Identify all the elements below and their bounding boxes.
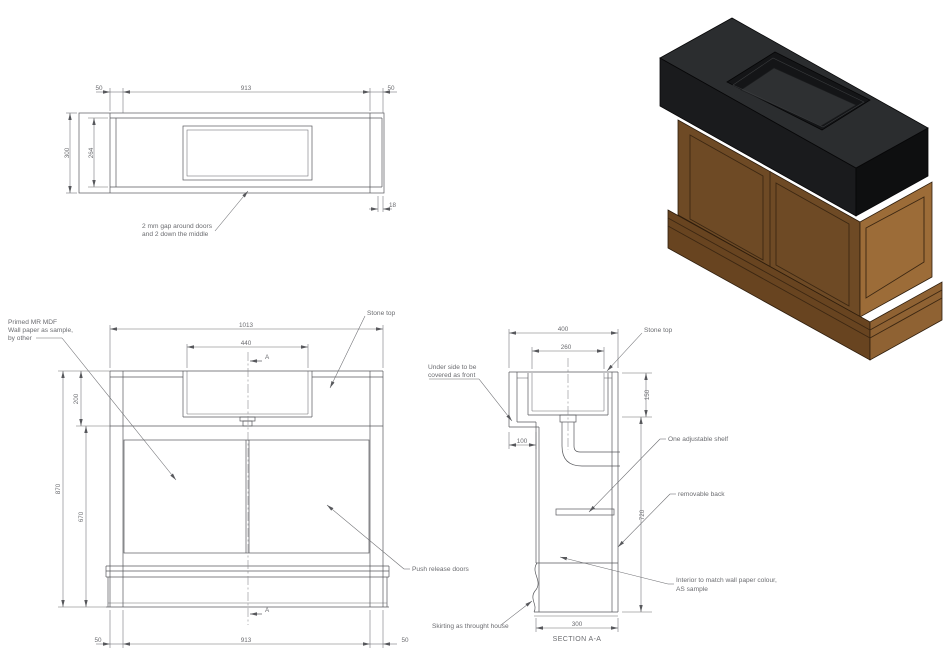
section-label-underside-2: covered as front [428, 372, 475, 379]
section-label-interior-1: Interior to match wall paper colour, [676, 577, 777, 584]
render-plinth-side [869, 281, 943, 361]
section-label-underside-1: Under side to be [428, 364, 477, 371]
plan-dim-overhang-left: 50 [95, 85, 103, 92]
front-label-material-3: by other [8, 335, 33, 342]
section-dim-sink-depth: 260 [561, 344, 572, 351]
section-dim-front-return: 100 [517, 438, 528, 445]
render-cabinet-side-face [859, 181, 933, 318]
front-section-marker-bottom: A [265, 607, 270, 614]
front-sink-drain [239, 416, 256, 422]
front-section-marker-top: A [265, 354, 270, 361]
front-dim-sink-width: 440 [241, 340, 252, 347]
section-label-back: removable back [678, 491, 725, 498]
plan-sink-outline [182, 125, 313, 181]
front-dim-bottom-right: 50 [401, 637, 409, 644]
plan-note-line1: 2 mm gap around doors [142, 223, 213, 230]
render-door-left [689, 134, 764, 261]
render-side-frame [865, 196, 925, 299]
section-title: SECTION A-A [553, 636, 602, 643]
front-elevation-view: A A 1013 440 200 870 670 50 913 50 [8, 310, 470, 648]
plan-dim-overhang-right: 50 [387, 85, 395, 92]
section-label-interior-2: AS sample [676, 586, 708, 593]
render-3d [659, 17, 943, 361]
plan-note-leader [214, 190, 249, 232]
front-dim-stone-width: 1013 [239, 322, 254, 329]
render-door-right [775, 182, 850, 307]
front-label-doors: Push release doors [412, 566, 470, 573]
front-dim-bottom-mid: 913 [241, 637, 252, 644]
front-label-material-1: Primed MR MDF [8, 319, 57, 326]
plan-dim-width: 913 [241, 85, 252, 92]
front-doors-outline [123, 439, 370, 554]
plan-dim-inner-depth: 264 [88, 147, 95, 158]
front-label-material-2: Wall paper as sample, [8, 327, 73, 334]
front-dim-body-height: 670 [78, 511, 85, 522]
section-label-skirting: Skirting as throught house [432, 623, 509, 630]
plan-dim-edge: 18 [389, 202, 397, 209]
front-dim-top-height: 200 [73, 393, 80, 404]
section-breakline [532, 562, 539, 613]
section-view: 400 260 150 720 100 300 SECTION A-A Ston… [428, 326, 777, 643]
plan-dim-depth: 300 [64, 147, 71, 158]
section-shelf [555, 508, 615, 516]
section-dim-base-depth: 300 [572, 621, 583, 628]
section-pipe [561, 445, 620, 467]
section-dim-stone-depth: 400 [558, 326, 569, 333]
section-dim-sink-height: 150 [644, 389, 651, 400]
plan-view: 50 913 50 300 264 18 2 mm gap around doo… [64, 85, 397, 238]
render-sink-floor [740, 67, 857, 127]
section-label-stone-top: Stone top [644, 327, 673, 334]
plan-note-line2: and 2 down the middle [142, 231, 209, 238]
front-label-stone-top: Stone top [367, 310, 396, 317]
section-label-shelf: One adjustable shelf [668, 436, 728, 443]
section-dim-carcass-height: 720 [639, 509, 646, 520]
front-dim-total-height: 870 [55, 483, 62, 494]
front-dim-bottom-left: 50 [94, 637, 102, 644]
